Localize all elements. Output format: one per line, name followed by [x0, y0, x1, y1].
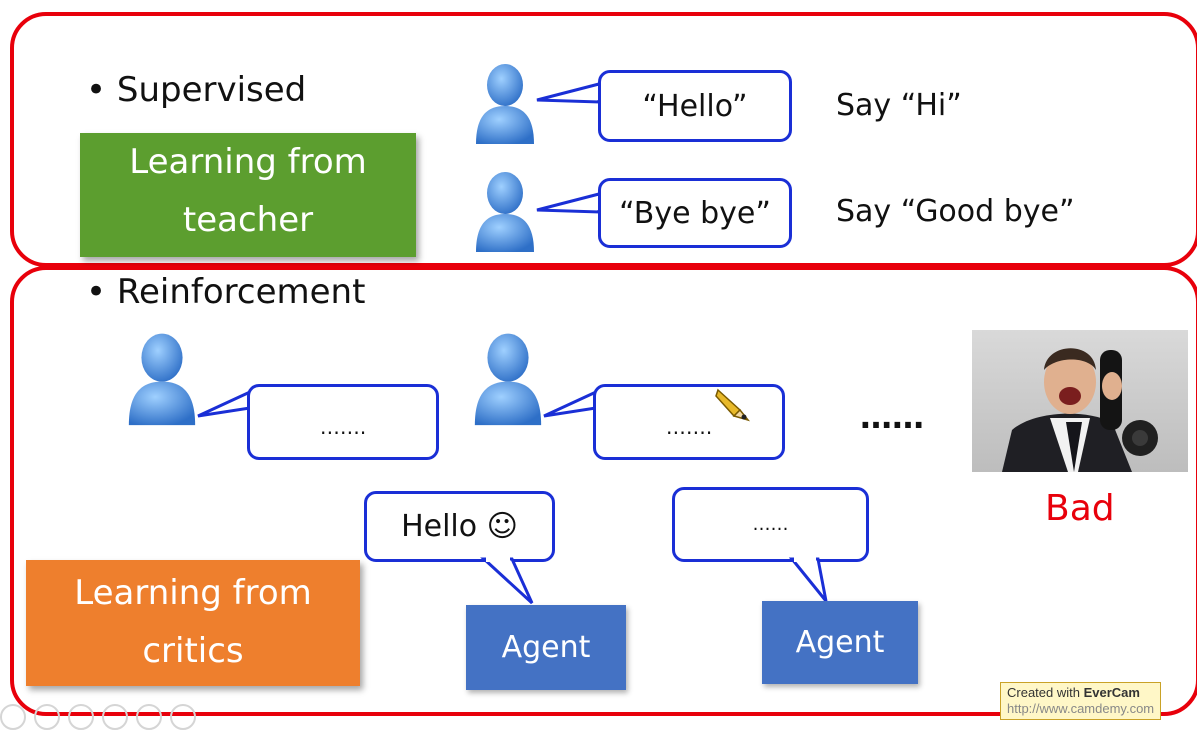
teacher-label-line2: teacher	[182, 200, 314, 240]
pen-tool-button[interactable]	[68, 704, 94, 730]
supervised-bullet: • Supervised	[86, 70, 307, 110]
critics-label-box: Learning from critics	[26, 560, 360, 686]
teacher-label-box: Learning from teacher	[80, 133, 416, 257]
evercam-watermark: Created with EverCam http://www.camdemy.…	[1000, 682, 1162, 720]
user-icon	[476, 172, 534, 252]
user-icon	[474, 333, 542, 426]
teacher-response: Say “Good bye”	[836, 194, 1075, 229]
user-bubble: …….	[247, 384, 439, 460]
agent-box: Agent	[466, 605, 626, 690]
slides-button[interactable]	[102, 704, 128, 730]
agent-box: Agent	[762, 601, 918, 684]
play-button[interactable]	[34, 704, 60, 730]
bubble-tail	[536, 82, 603, 104]
watermark-line2: http://www.camdemy.com	[1007, 701, 1155, 716]
user-bubble-text: …….	[665, 415, 713, 439]
agent-bubble-text: Hello ☺	[401, 509, 518, 544]
agent-bubble-hello: Hello ☺	[364, 491, 555, 562]
quote-text: “Hello”	[642, 88, 748, 124]
agent-bubble-dots: ……	[672, 487, 869, 562]
feedback-bad: Bad	[1045, 488, 1115, 529]
pen-cursor-icon	[715, 388, 751, 422]
quote-bubble-byebye: “Bye bye”	[598, 178, 792, 248]
teacher-response: Say “Hi”	[836, 88, 962, 123]
zoom-button[interactable]	[136, 704, 162, 730]
watermark-line1: Created with EverCam	[1007, 685, 1140, 700]
quote-bubble-hello: “Hello”	[598, 70, 792, 142]
user-bubble-text: …….	[319, 415, 367, 439]
teacher-label-line1: Learning from	[129, 142, 367, 182]
playback-controls[interactable]	[0, 704, 196, 730]
critics-label-line2: critics	[142, 631, 244, 671]
user-icon	[128, 333, 196, 426]
bubble-tail	[788, 557, 828, 602]
prev-slide-button[interactable]	[0, 704, 26, 730]
reinforcement-bullet: • Reinforcement	[86, 272, 366, 312]
more-button[interactable]	[170, 704, 196, 730]
agent-bubble-text: ……	[752, 514, 789, 535]
user-icon	[476, 64, 534, 144]
bubble-tail	[480, 557, 534, 605]
quote-text: “Bye bye”	[619, 195, 771, 231]
user-bubble: …….	[593, 384, 785, 460]
continuation-dots: ……	[860, 398, 924, 436]
angry-critic-photo	[972, 330, 1188, 472]
critics-label-line1: Learning from	[74, 573, 312, 613]
bubble-tail	[536, 192, 603, 214]
